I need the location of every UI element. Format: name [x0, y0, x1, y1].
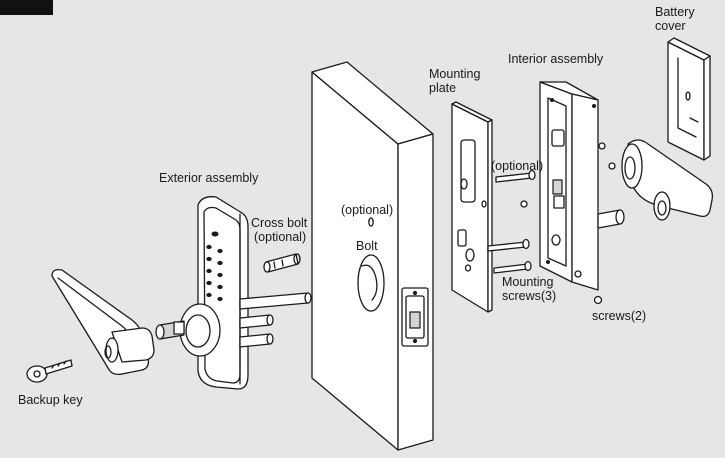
battery-cover — [667, 37, 711, 161]
keypad-buttons — [206, 231, 223, 302]
mounting-screws-label-2: screws(3) — [502, 289, 557, 303]
door-slab — [311, 61, 434, 451]
bolt-label: Bolt — [356, 239, 378, 253]
battery-cover-label-1: Battery — [655, 5, 695, 19]
corner-black-tab — [0, 0, 53, 15]
mounting-screws-label-1: Mounting — [502, 275, 554, 289]
screws-2-label: screws(2) — [592, 309, 647, 323]
interior-assembly — [539, 81, 625, 291]
door-optional-label: (optional) — [341, 203, 394, 217]
exterior-assembly-label: Exterior assembly — [159, 171, 259, 185]
small-screws — [520, 142, 616, 305]
exterior-lever — [51, 268, 155, 376]
mounting-plate-label-1: Mounting — [429, 67, 481, 81]
cross-bolt-label: Cross bolt — [251, 216, 308, 230]
mounting-plate-label-2: plate — [429, 81, 457, 95]
cross-bolt — [263, 253, 301, 273]
battery-cover-label-2: cover — [655, 19, 686, 33]
backup-key — [26, 359, 73, 383]
interior-lever — [621, 139, 714, 221]
exterior-assembly — [155, 196, 312, 390]
interior-assembly-label: Interior assembly — [508, 52, 604, 66]
optional-screw-label: (optional) — [491, 159, 544, 173]
mounting-screws — [487, 169, 536, 274]
backup-key-label: Backup key — [18, 393, 83, 407]
cross-bolt-optional-label: (optional) — [254, 230, 307, 244]
mounting-plate — [451, 101, 493, 313]
